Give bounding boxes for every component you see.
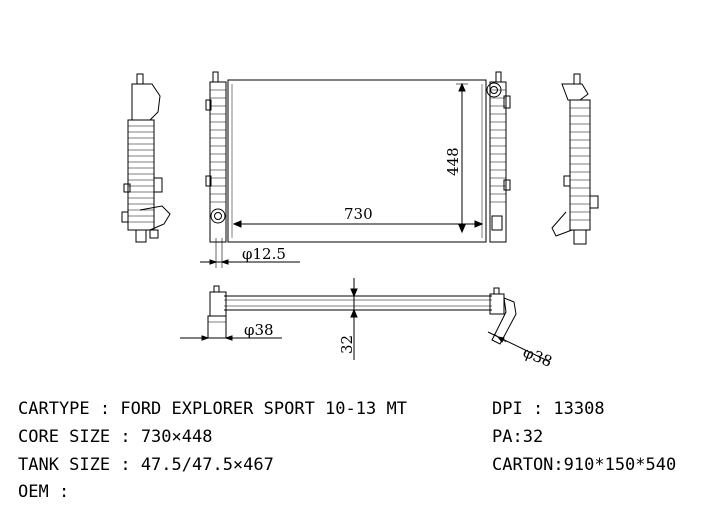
carton-text: CARTON:910*150*540 (492, 455, 677, 475)
front-view (200, 71, 511, 268)
radiator-technical-drawing: 730 448 φ12.5 φ38 φ38 32 (121, 71, 599, 371)
thickness-label: 32 (338, 335, 356, 354)
right-side-view (551, 73, 599, 245)
pipe-diameter-label: φ12.5 (242, 245, 286, 263)
outlet-diameter-label: φ38 (521, 343, 555, 371)
top-view (180, 278, 551, 363)
inlet-diameter-label: φ38 (244, 321, 274, 339)
dpi-text: DPI : 13308 (492, 399, 605, 419)
core-height-label: 448 (444, 147, 462, 176)
cartype-text: CARTYPE : FORD EXPLORER SPORT 10-13 MT (18, 399, 407, 419)
core-size-text: CORE SIZE : 730×448 (18, 427, 213, 447)
pa-text: PA:32 (492, 427, 544, 447)
core-width-label: 730 (344, 205, 373, 223)
left-side-view (121, 73, 171, 243)
oem-text: OEM : (18, 482, 70, 502)
tank-size-text: TANK SIZE : 47.5/47.5×467 (18, 455, 274, 475)
